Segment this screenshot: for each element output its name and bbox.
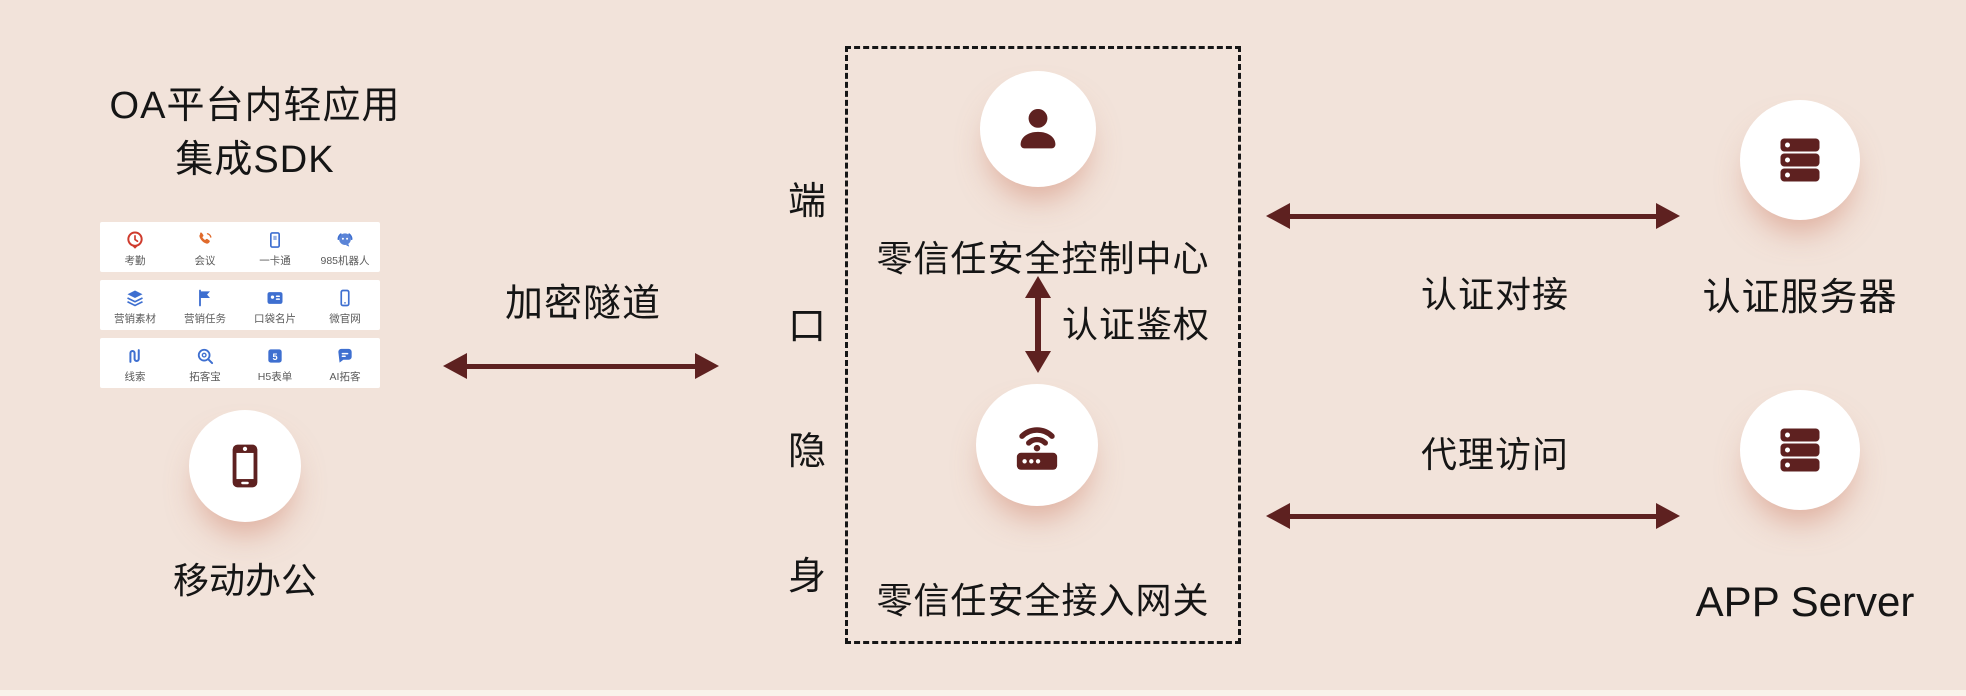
arrow-head-right [1656, 503, 1680, 529]
app-label: H5表单 [257, 370, 293, 383]
control-center-node [980, 71, 1096, 187]
auth-link-label: 认证对接 [1420, 274, 1569, 315]
access-gateway-label: 零信任安全接入网关 [876, 580, 1210, 621]
phone-call-icon [199, 232, 212, 244]
zero-trust-zone-border [845, 46, 1241, 644]
bottom-edge-strip [0, 690, 1966, 696]
auth-check-label: 认证鉴权 [1062, 304, 1211, 345]
arrow-head-left [443, 353, 467, 379]
clock-icon [127, 231, 143, 249]
app-label: 985机器人 [320, 254, 370, 267]
auth-check-arrow [1025, 276, 1051, 373]
badge-icon [267, 291, 283, 304]
oa-app-grid: 考勤 会议 一卡通 985机器人 营销素材 营销任务 [100, 222, 380, 388]
app-label: 线索 [124, 370, 146, 383]
arrow-shaft [1290, 213, 1656, 219]
app-label: 营销素材 [114, 312, 156, 325]
access-gateway-node [976, 384, 1098, 506]
app-label: 考勤 [124, 254, 146, 267]
mobile-icon [340, 289, 350, 306]
port-hiding-char: 端 [787, 181, 826, 223]
app-server-node [1740, 390, 1860, 510]
port-hiding-char: 隐 [787, 431, 826, 473]
title-line-1: OA平台内轻应用 [109, 85, 401, 127]
arrow-head-down [1025, 351, 1051, 373]
arrow-shaft [467, 363, 695, 369]
mobile-office-label: 移动办公 [172, 560, 317, 601]
app-cell: 口袋名片 [240, 280, 310, 330]
app-cell: 拓客宝 [170, 338, 240, 388]
app-grid-row: 考勤 会议 一卡通 985机器人 [100, 222, 380, 272]
app-cell: 一卡通 [240, 222, 310, 272]
layers-icon [127, 290, 143, 306]
mobile-office-node [189, 410, 301, 522]
robot-icon [337, 232, 353, 247]
app-label: 营销任务 [184, 312, 226, 325]
arrow-shaft [1290, 513, 1656, 519]
app-cell: 5 H5表单 [240, 338, 310, 388]
server-stack-icon [1780, 428, 1820, 472]
arrow-head-up [1025, 276, 1051, 298]
smartphone-icon [232, 444, 258, 488]
port-hiding-char: 口 [787, 306, 826, 348]
person-icon [1020, 108, 1056, 149]
app-label: 口袋名片 [254, 312, 296, 325]
app-label: 会议 [194, 254, 216, 267]
server-stack-icon [1780, 138, 1820, 182]
app-cell: 微官网 [310, 280, 380, 330]
app-cell: 线索 [100, 338, 170, 388]
app-cell: 985机器人 [310, 222, 380, 272]
chat-icon [338, 348, 352, 363]
title-line-2: 集成SDK [175, 138, 335, 181]
auth-link-arrow [1266, 203, 1680, 229]
app-server-label: APP Server [1695, 578, 1915, 625]
app-label: AI拓客 [329, 370, 361, 383]
app-label: 微官网 [329, 312, 361, 325]
arrow-head-right [695, 353, 719, 379]
auth-server-label: 认证服务器 [1702, 277, 1898, 319]
app-cell: 会议 [170, 222, 240, 272]
control-center-label: 零信任安全控制中心 [876, 238, 1210, 279]
h5-icon: 5 [268, 348, 282, 363]
proxy-link-label: 代理访问 [1420, 434, 1569, 475]
squiggle-icon [129, 348, 140, 363]
port-hiding-label: 端 口 隐 身 [786, 170, 828, 600]
app-grid-row: 营销素材 营销任务 口袋名片 微官网 [100, 280, 380, 330]
arrow-head-left [1266, 203, 1290, 229]
app-cell: 考勤 [100, 222, 170, 272]
arrow-shaft [1035, 298, 1041, 351]
flag-icon [199, 289, 210, 306]
card-icon [270, 231, 280, 248]
arrow-head-right [1656, 203, 1680, 229]
app-cell: 营销素材 [100, 280, 170, 330]
auth-server-node [1740, 100, 1860, 220]
arrow-head-left [1266, 503, 1290, 529]
app-label: 拓客宝 [189, 370, 221, 383]
app-cell: AI拓客 [310, 338, 380, 388]
port-hiding-char: 身 [787, 556, 826, 598]
app-cell: 营销任务 [170, 280, 240, 330]
router-wifi-icon [1016, 427, 1058, 470]
encrypted-tunnel-label: 加密隧道 [504, 283, 661, 325]
app-label: 一卡通 [259, 254, 291, 267]
encrypted-tunnel-arrow [443, 353, 719, 379]
diagram-title: OA平台内轻应用 集成SDK [50, 80, 460, 188]
magnifier-icon [197, 348, 214, 364]
proxy-link-arrow [1266, 503, 1680, 529]
svg-text:5: 5 [272, 351, 277, 361]
app-grid-row: 线索 拓客宝 5 H5表单 AI拓客 [100, 338, 380, 388]
